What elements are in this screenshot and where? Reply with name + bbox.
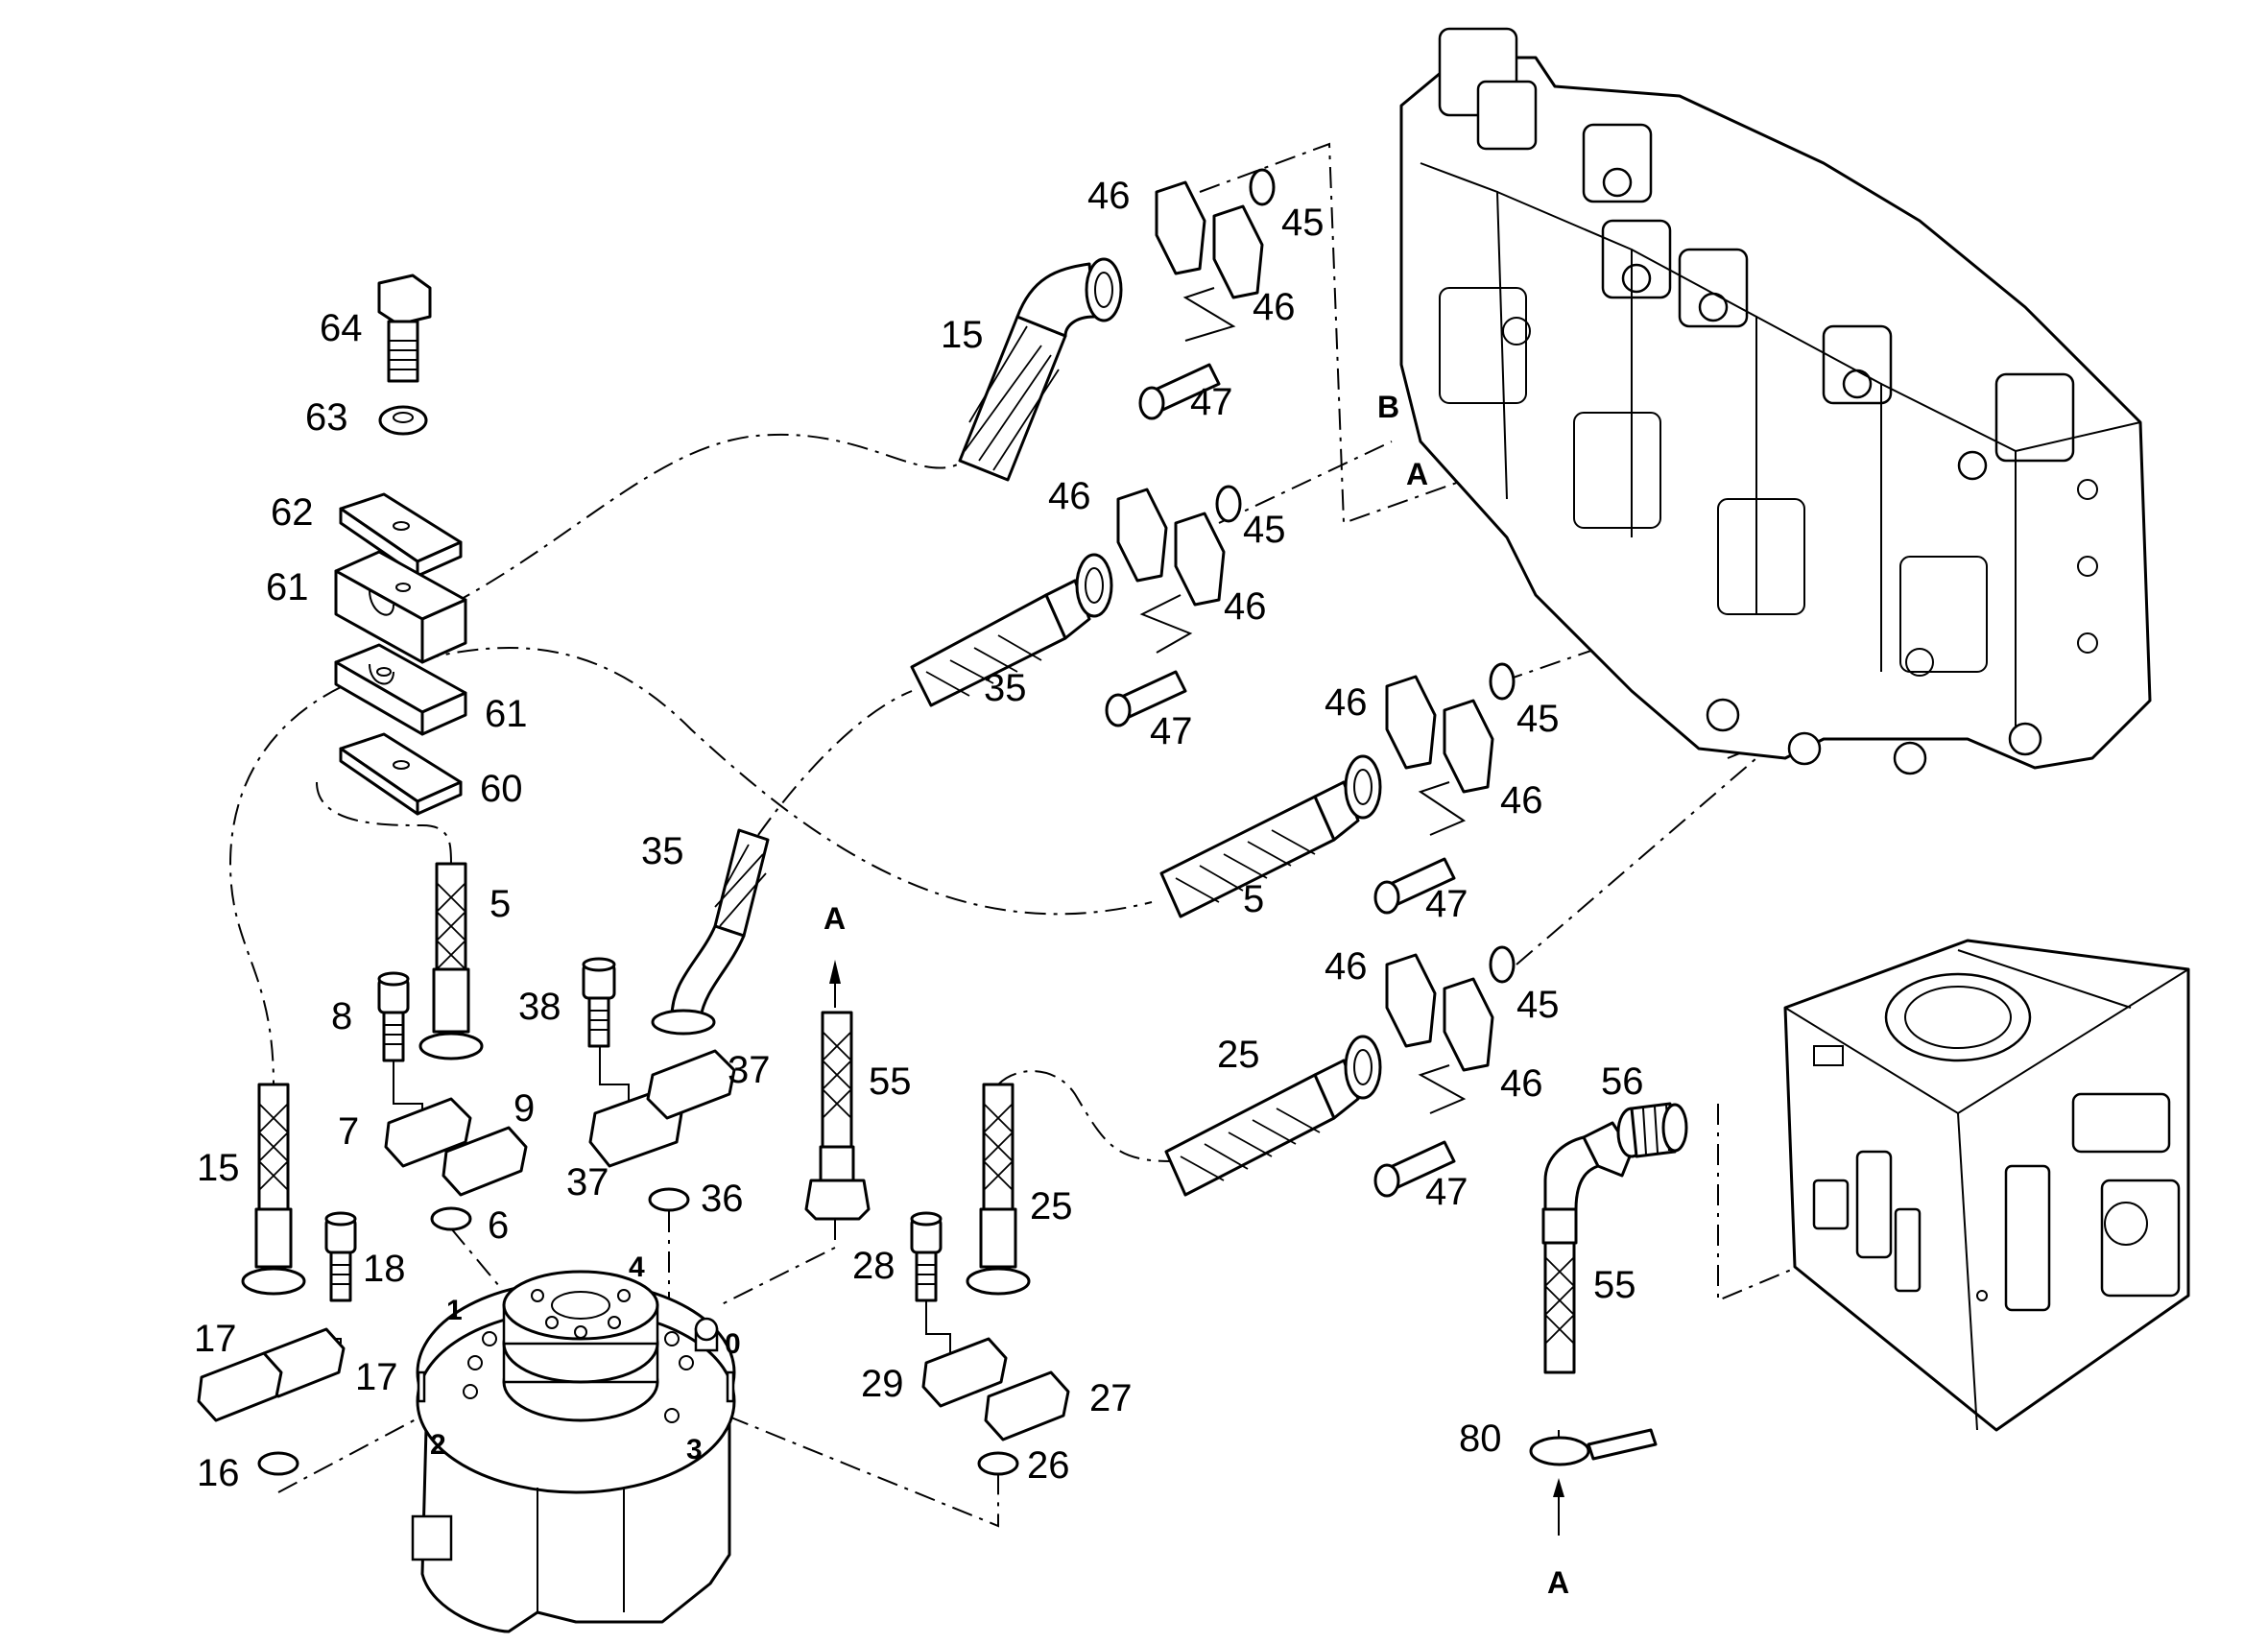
swivel-joint-housing xyxy=(411,1270,736,1633)
label-8: 8 xyxy=(331,995,352,1037)
port-label-3: 3 xyxy=(686,1434,703,1465)
label-17-left: 17 xyxy=(194,1318,237,1360)
label-5-right: 5 xyxy=(1243,878,1264,920)
label-46-g: 46 xyxy=(1325,945,1368,988)
adapter-56 xyxy=(1616,1102,1688,1158)
label-55-left: 55 xyxy=(869,1060,912,1103)
label-29: 29 xyxy=(861,1363,904,1405)
label-47-d: 47 xyxy=(1425,1171,1468,1213)
hose-35-lower xyxy=(651,828,770,1036)
label-25-left: 25 xyxy=(1030,1185,1073,1227)
flange-halves xyxy=(197,168,1516,1476)
label-27: 27 xyxy=(1089,1377,1133,1419)
port-label-0: 0 xyxy=(725,1328,741,1360)
label-36: 36 xyxy=(701,1178,744,1220)
hose-25-right xyxy=(1164,1035,1382,1197)
label-15-upper: 15 xyxy=(941,314,984,356)
hydraulic-tank xyxy=(1783,939,2190,1432)
screw-18 xyxy=(324,1211,357,1302)
clamp-half-61-upper xyxy=(334,550,467,664)
ref-arrow-a-right: A xyxy=(1547,1565,1569,1600)
label-25-right: 25 xyxy=(1217,1034,1260,1076)
hose-35-upper xyxy=(910,553,1113,707)
label-64: 64 xyxy=(320,307,363,349)
label-46-c: 46 xyxy=(1048,475,1091,517)
hose-15-upper xyxy=(958,257,1123,482)
hose-5-left xyxy=(418,862,484,1060)
washer-63 xyxy=(378,405,428,436)
label-35-upper: 35 xyxy=(984,667,1027,709)
label-38: 38 xyxy=(518,986,561,1028)
hose-25-left xyxy=(966,1083,1031,1296)
screw-47-4 xyxy=(1373,1140,1456,1198)
clamp-half-61-lower xyxy=(334,643,467,736)
label-62: 62 xyxy=(271,491,314,534)
label-47-c: 47 xyxy=(1425,883,1468,925)
label-46-h: 46 xyxy=(1500,1062,1543,1105)
label-80: 80 xyxy=(1459,1418,1502,1460)
label-45-c: 45 xyxy=(1516,698,1560,740)
screw-47-1 xyxy=(1138,363,1221,420)
label-46-b: 46 xyxy=(1253,286,1296,328)
label-28: 28 xyxy=(852,1245,895,1287)
label-46-f: 46 xyxy=(1500,779,1543,822)
screw-28 xyxy=(910,1211,943,1302)
hose-55-vertical xyxy=(804,1011,871,1221)
screws xyxy=(324,363,1456,1302)
label-15-left: 15 xyxy=(197,1147,240,1189)
label-7: 7 xyxy=(338,1110,359,1153)
hose-55-elbow xyxy=(1541,1121,1634,1374)
label-6: 6 xyxy=(488,1204,509,1247)
label-37-left: 37 xyxy=(566,1161,609,1203)
hose-15-left xyxy=(241,1083,306,1296)
label-45-a: 45 xyxy=(1281,202,1325,244)
label-17-right: 17 xyxy=(355,1356,398,1398)
label-60: 60 xyxy=(480,768,523,810)
label-55-right: 55 xyxy=(1593,1264,1636,1306)
label-46-a: 46 xyxy=(1087,175,1131,217)
ref-arrow-a-left: A xyxy=(824,901,846,936)
bolt-64 xyxy=(377,274,432,383)
label-5-left: 5 xyxy=(489,883,511,925)
screw-47-3 xyxy=(1373,857,1456,915)
label-18: 18 xyxy=(363,1248,406,1290)
label-63: 63 xyxy=(305,396,348,439)
label-45-d: 45 xyxy=(1516,984,1560,1026)
label-45-b: 45 xyxy=(1243,509,1286,551)
part-labels: 64 63 62 61 61 60 5 5 8 7 9 6 15 15 18 1… xyxy=(194,175,1644,1600)
valve-port-b: B xyxy=(1377,390,1399,424)
label-46-e: 46 xyxy=(1325,681,1368,724)
screw-47-2 xyxy=(1105,670,1187,727)
port-label-1: 1 xyxy=(446,1295,463,1326)
label-37-right: 37 xyxy=(728,1049,771,1091)
hose-clamp-stack xyxy=(334,274,467,816)
screw-38 xyxy=(582,957,616,1048)
plate-60 xyxy=(339,732,463,816)
hose-5-right xyxy=(1159,754,1382,918)
hose-clamp-80 xyxy=(1529,1428,1658,1466)
port-label-2: 2 xyxy=(430,1429,446,1461)
control-valve-block xyxy=(1399,27,2152,775)
label-61-lower: 61 xyxy=(485,693,528,735)
label-26: 26 xyxy=(1027,1444,1070,1487)
label-46-d: 46 xyxy=(1224,585,1267,628)
screw-8 xyxy=(377,971,410,1062)
valve-port-a: A xyxy=(1406,457,1428,491)
label-16: 16 xyxy=(197,1452,240,1494)
label-35-lower: 35 xyxy=(641,830,684,872)
label-56: 56 xyxy=(1601,1060,1644,1103)
reference-arrows xyxy=(829,960,1564,1536)
label-47-b: 47 xyxy=(1150,710,1193,752)
port-label-4: 4 xyxy=(629,1251,645,1283)
label-9: 9 xyxy=(513,1087,535,1130)
label-47-a: 47 xyxy=(1190,381,1233,423)
label-61-upper: 61 xyxy=(266,566,309,608)
plate-62 xyxy=(339,492,463,578)
